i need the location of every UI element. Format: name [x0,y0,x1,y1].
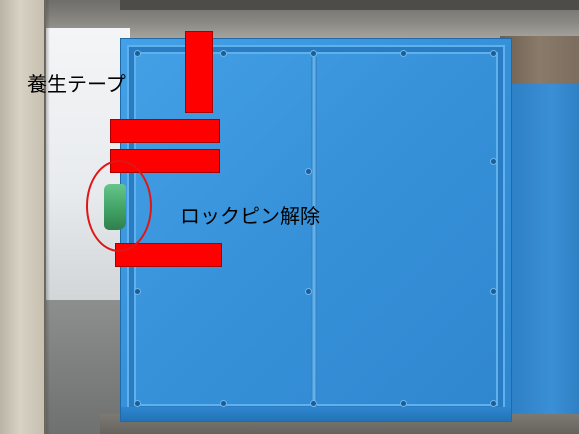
bolt [135,401,140,406]
pillar-shadow [44,0,50,434]
red-tape-marker-upper [110,119,220,143]
bolt [221,51,226,56]
bolt [311,401,316,406]
bolt [491,159,496,164]
bolt [135,289,140,294]
bolt [491,401,496,406]
bolt [311,51,316,56]
lock-pin-label: ロックピン解除 [180,204,320,228]
bolt [306,169,311,174]
red-tape-marker-lower [115,243,222,267]
lock-pin-highlight-circle [86,160,152,252]
door-seam [311,57,317,409]
blue-door [120,38,512,422]
bolt [306,289,311,294]
bolt [491,289,496,294]
tape-label: 養生テープ [27,72,126,96]
door-bottom-rail [121,407,511,421]
adjacent-blue-box [505,84,579,414]
bolt [491,51,496,56]
bolt [221,401,226,406]
red-tape-marker-vertical [185,31,213,113]
outdoor-ground [40,300,130,434]
bolt [135,51,140,56]
ceiling-beam [120,0,579,10]
concrete-pillar [0,0,46,434]
bolt [401,401,406,406]
bolt [401,51,406,56]
